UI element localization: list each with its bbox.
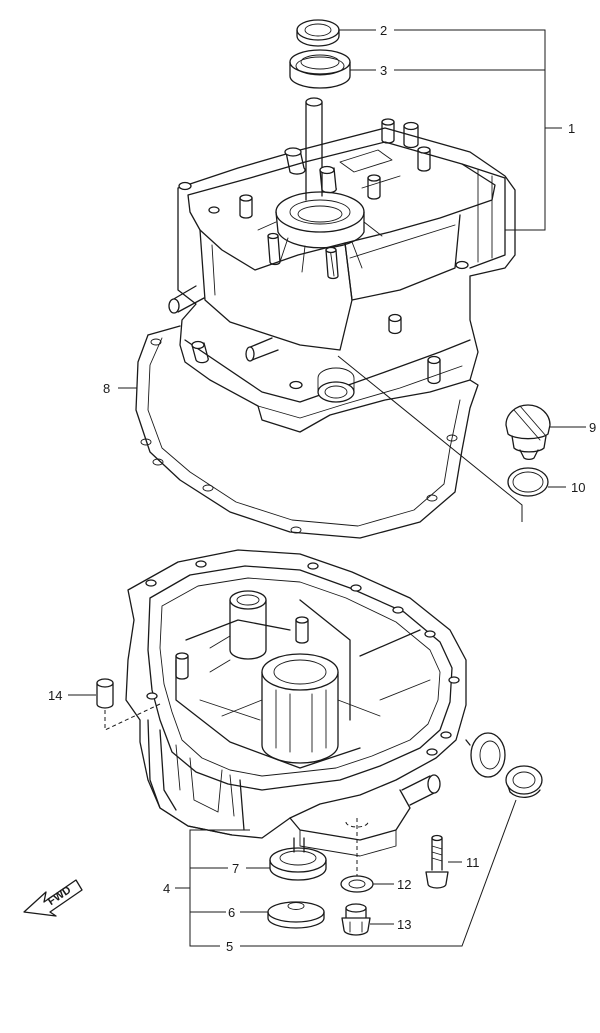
callout-8: 8 [103,381,110,396]
callout-5: 5 [226,939,233,954]
part-7-oil-seal [269,837,327,881]
callout-14: 14 [48,688,62,703]
callout-6: 6 [228,905,235,920]
callout-7: 7 [232,861,239,876]
part-6-plug [267,901,325,929]
callout-10: 10 [571,480,585,495]
callout-11: 11 [466,855,480,870]
callout-2: 2 [380,23,387,38]
part-8-gasket [135,325,479,539]
callout-9: 9 [589,420,596,435]
part-13-drain-plug [341,903,371,936]
callout-4: 4 [163,881,170,896]
fwd-arrow-icon: FWD [23,879,83,917]
part-12-washer [340,818,374,893]
callout-3: 3 [380,63,387,78]
leader-lines [68,29,586,947]
callout-13: 13 [397,917,411,932]
part-5-oil-seal [505,765,543,799]
part-9-filler-cap [505,404,551,460]
part-2-oil-seal [296,19,340,47]
upper-crankcase [168,97,516,433]
callout-labels: 2 3 1 8 9 10 14 4 7 6 5 11 12 13 [48,23,596,954]
lower-crankcase [125,549,506,857]
part-11-bolt [425,834,449,889]
callout-12: 12 [397,877,411,892]
part-14-dowel-pin [96,678,114,709]
part-10-o-ring [507,467,549,497]
callout-1: 1 [568,121,575,136]
part-3-bearing [289,49,351,89]
